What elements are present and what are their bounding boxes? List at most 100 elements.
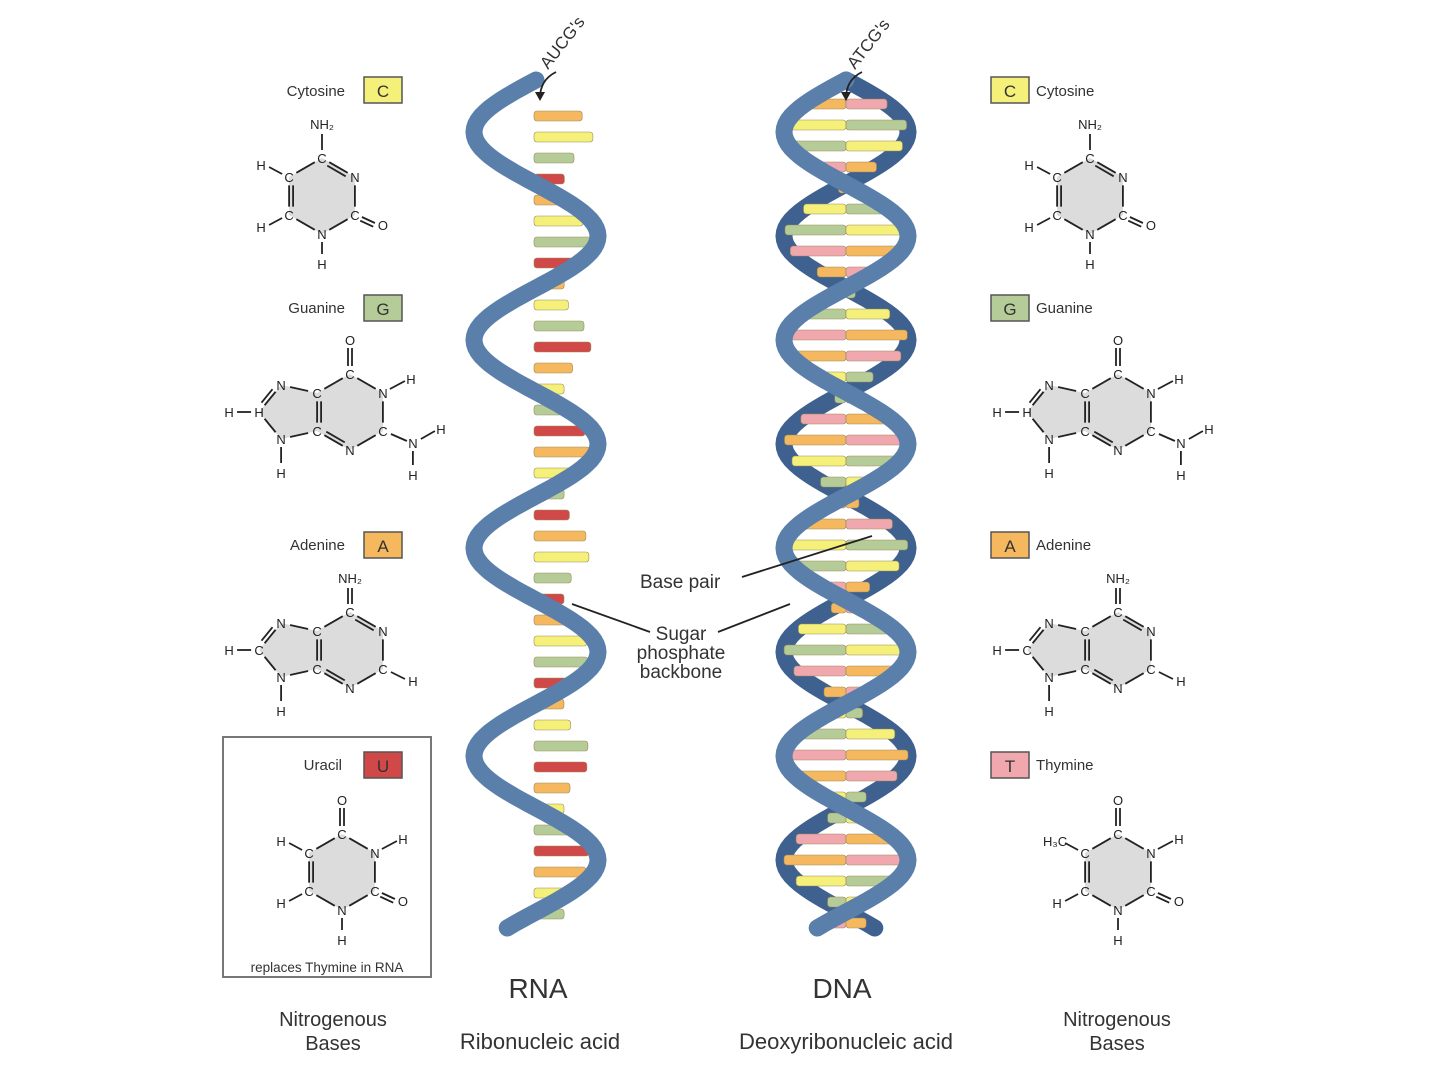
bond (315, 837, 336, 850)
atom-label: O (1113, 333, 1123, 348)
uracil-swatch (363, 751, 403, 779)
atom-label: C (345, 367, 354, 382)
dna-base-half (845, 140, 903, 152)
atom-label: N (1113, 903, 1122, 918)
bond (1091, 615, 1112, 628)
atom-label: H (1174, 372, 1183, 387)
atom-label: N (1085, 227, 1094, 242)
bond (381, 840, 398, 850)
bond (1124, 434, 1145, 447)
atom-label: NH₂ (338, 571, 362, 586)
bond (390, 671, 406, 680)
atom-label: H₃C (1043, 834, 1067, 849)
atom-label: H (1174, 832, 1183, 847)
atom-label: H (408, 468, 417, 483)
atom-label: C (312, 662, 321, 677)
dna-base-half (845, 581, 871, 593)
bond (1124, 672, 1145, 685)
bond (1057, 624, 1077, 630)
dna-base-half (845, 728, 896, 740)
atom-label: H (1044, 466, 1053, 481)
atom-label: H (408, 674, 417, 689)
bond (1157, 840, 1174, 850)
atom-label: C (1022, 643, 1031, 658)
dna-base-half (845, 98, 888, 110)
bond (295, 161, 316, 174)
right-cytosine-swatch (990, 76, 1030, 104)
atom-label: O (1113, 793, 1123, 808)
dna-base-half (783, 644, 847, 656)
left-guanine-label: Guanine G (288, 294, 403, 322)
rna-base-rung (533, 530, 587, 542)
atom-label: C (284, 208, 293, 223)
atom-label: N (1044, 670, 1053, 685)
atom-label: H (992, 405, 1001, 420)
rna-base-rung (533, 110, 583, 122)
rna-base-rung (533, 866, 587, 878)
atom-label: N (350, 170, 359, 185)
atom-label: NH₂ (310, 117, 334, 132)
rna-base-rung (533, 656, 589, 668)
bond (361, 216, 376, 224)
uracil-letter: U (377, 757, 389, 776)
dna-base-pairs (783, 98, 909, 929)
bond (263, 656, 277, 671)
dna-base-half (784, 224, 847, 236)
dna-base-half (845, 518, 893, 530)
atom-label: C (1085, 151, 1094, 166)
right-adenine-swatch (990, 531, 1030, 559)
atom-label: C (1080, 424, 1089, 439)
bond (1124, 615, 1145, 628)
atom-label: N (276, 378, 285, 393)
atom-label: O (378, 218, 388, 233)
atom-label: C (312, 424, 321, 439)
atom-label: H (224, 643, 233, 658)
rna-helix (465, 71, 607, 937)
right-adenine-name: Adenine (1036, 537, 1091, 554)
atom-label: C (378, 662, 387, 677)
bond (1122, 618, 1143, 632)
bond (328, 161, 349, 174)
dna-base-half (816, 266, 847, 278)
bond (289, 670, 309, 676)
left-adenine-label: Adenine A (290, 531, 403, 559)
left-cytosine-name: Cytosine (287, 83, 345, 100)
uracil-name: Uracil (304, 757, 342, 774)
atom-label: H (436, 422, 445, 437)
atom-label: C (1080, 846, 1089, 861)
rna-base-rung (533, 572, 572, 584)
rna-base-rung (533, 152, 575, 164)
dna-base-half (791, 455, 847, 467)
bond (315, 894, 336, 907)
bond (1031, 418, 1045, 433)
base-pair-label: Base pair (640, 572, 721, 593)
bond (356, 615, 377, 628)
right-guanine-letter: G (1003, 300, 1016, 319)
bond (1031, 656, 1045, 671)
rna-base-rung (533, 761, 588, 773)
dna-base-half (795, 875, 847, 887)
bond (1063, 161, 1084, 174)
dna-base-half (795, 833, 847, 845)
right-adenine-letter: A (1004, 537, 1016, 556)
bond (1094, 164, 1115, 178)
bond (325, 668, 346, 682)
left-guanine-name: Guanine (288, 300, 345, 317)
atom-label: N (370, 846, 379, 861)
dna-helix (775, 71, 917, 937)
ring-fill (309, 834, 375, 910)
right-guanine-swatch (990, 294, 1030, 322)
ring-fill (1085, 374, 1151, 450)
ring-fill (317, 612, 383, 688)
bond (1157, 380, 1174, 390)
bond (288, 842, 303, 851)
atom-label: C (1113, 827, 1122, 842)
dna-pointer-arrowhead (841, 92, 851, 101)
atom-label: H (276, 466, 285, 481)
ring-fill (1057, 158, 1123, 234)
right-thymine-label: T Thymine (990, 751, 1094, 779)
